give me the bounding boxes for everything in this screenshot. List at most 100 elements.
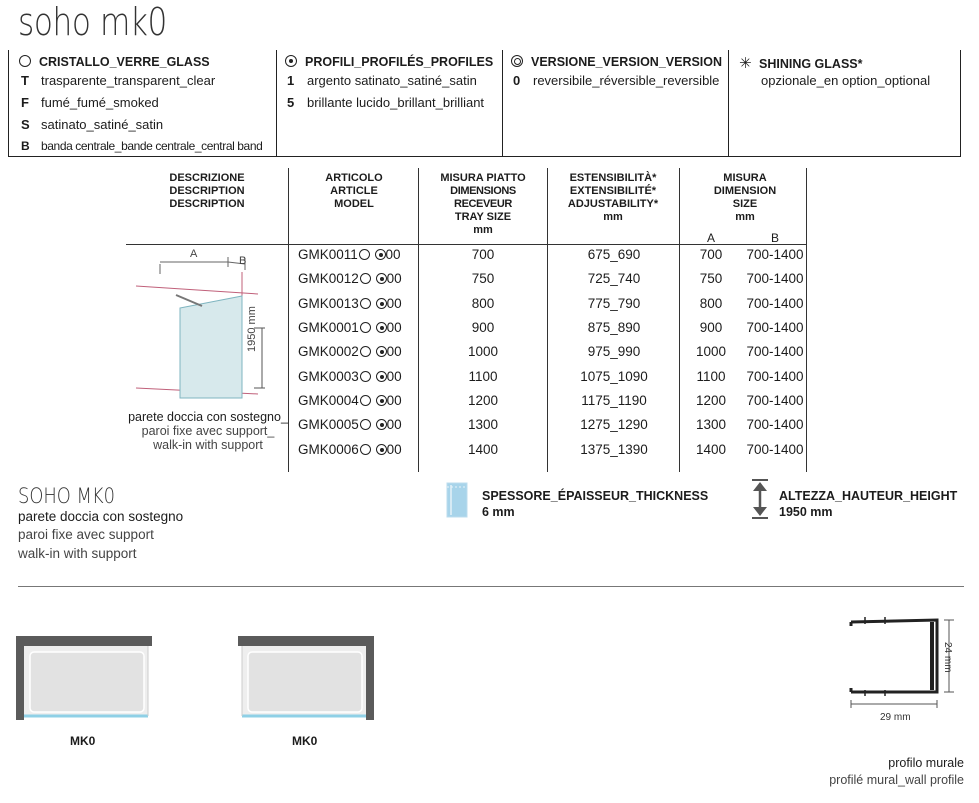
height-arrow-icon	[752, 479, 768, 519]
legend-shining: ✳ SHINING GLASS* opzionale_en option_opti…	[728, 50, 960, 156]
plan-view-1	[16, 636, 152, 720]
version-header: VERSIONE_VERSION_VERSION	[531, 55, 723, 69]
adjustability: 775_790	[587, 296, 641, 311]
article-code: GMK0012 00	[298, 271, 402, 286]
size-a: 700	[699, 247, 723, 262]
glass-header: CRISTALLO_VERRE_GLASS	[39, 55, 210, 69]
adjustability: 1375_1390	[580, 442, 648, 457]
plan-label: MK0	[292, 734, 318, 748]
section-divider	[18, 586, 964, 587]
adjustability: 1175_1190	[581, 393, 647, 408]
tray-size: 700	[471, 247, 495, 262]
tray-size: 800	[471, 296, 495, 311]
product-subtitle: paroi fixe avec support	[18, 527, 154, 542]
tray-size: 1200	[467, 393, 499, 408]
article-code: GMK0006 00	[298, 442, 402, 457]
article-code: GMK0001 00	[298, 320, 402, 335]
plan-label: MK0	[70, 734, 96, 748]
table-divider	[806, 168, 807, 472]
table-divider	[418, 168, 419, 472]
asterisk-icon: ✳	[739, 55, 752, 72]
size-a: 750	[699, 271, 723, 286]
shining-label: opzionale_en option_optional	[761, 73, 931, 88]
adjustability: 875_890	[587, 320, 641, 335]
height-label: ALTEZZA_HAUTEUR_HEIGHT	[779, 489, 958, 503]
thickness-icon	[446, 482, 468, 518]
drawing-caption: parete doccia con sostegno_ paroi fixe a…	[128, 410, 288, 452]
size-b: 700-1400	[746, 442, 804, 457]
size-a: 1300	[695, 417, 727, 432]
dimension-label-a: A	[190, 248, 198, 260]
product-subtitle: parete doccia con sostegno	[18, 509, 184, 524]
header-size-a: A	[706, 231, 715, 245]
shower-panel-drawing	[135, 257, 265, 399]
ring-circle-icon	[511, 55, 523, 67]
article-code: GMK0003 00	[298, 369, 402, 384]
size-b: 700-1400	[746, 320, 804, 335]
article-code: GMK0011 00	[298, 247, 401, 262]
header-size: MISURA DIMENSION SIZE mm	[713, 172, 777, 223]
tray-size: 1400	[467, 442, 499, 457]
size-a: 1100	[696, 369, 726, 384]
tray-size: 1100	[468, 369, 498, 384]
circle-icon	[19, 55, 31, 67]
tray-size: 900	[471, 320, 495, 335]
header-size-b: B	[770, 231, 779, 245]
height-value: 1950 mm	[779, 505, 833, 519]
height-dimension-label: 1950 mm	[246, 306, 258, 352]
profiles-header: PROFILI_PROFILÉS_PROFILES	[305, 55, 494, 69]
wall-profile-drawing	[849, 617, 954, 708]
size-b: 700-1400	[746, 417, 804, 432]
adjustability: 975_990	[587, 344, 641, 359]
size-a: 800	[699, 296, 723, 311]
size-a: 1400	[695, 442, 727, 457]
size-b: 700-1400	[746, 369, 804, 384]
dimension-label-b: B	[239, 255, 247, 267]
thickness-value: 6 mm	[482, 505, 515, 519]
header-article: ARTICOLO ARTICLE MODEL	[325, 172, 383, 210]
tray-size: 1000	[467, 344, 499, 359]
size-b: 700-1400	[746, 393, 804, 408]
shining-header: SHINING GLASS*	[759, 57, 863, 71]
profile-width-label: 29 mm	[880, 712, 911, 723]
page-title: soho mk0	[18, 0, 167, 44]
dot-circle-icon	[285, 55, 297, 67]
product-subtitle: walk-in with support	[18, 546, 137, 561]
tray-size: 750	[471, 271, 495, 286]
table-header-rule	[126, 244, 807, 245]
article-code: GMK0013 00	[298, 296, 402, 311]
adjustability: 725_740	[587, 271, 641, 286]
tray-size: 1300	[467, 417, 499, 432]
plan-view-2	[238, 636, 374, 720]
size-a: 1200	[695, 393, 727, 408]
profile-height-label: 24 mm	[942, 642, 953, 673]
header-adjustability: ESTENSIBILITÀ* EXTENSIBILITÉ* ADJUSTABIL…	[567, 172, 659, 223]
table-divider	[547, 168, 548, 472]
size-b: 700-1400	[746, 247, 804, 262]
thickness-label: SPESSORE_ÉPAISSEUR_THICKNESS	[482, 489, 709, 503]
adjustability: 675_690	[587, 247, 641, 262]
size-b: 700-1400	[746, 296, 804, 311]
adjustability: 1275_1290	[580, 417, 648, 432]
article-code: GMK0004 00	[298, 393, 402, 408]
product-name: SOHO MK0	[18, 484, 115, 508]
article-code: GMK0002 00	[298, 344, 402, 359]
size-a: 1000	[695, 344, 727, 359]
size-b: 700-1400	[746, 344, 804, 359]
header-tray-size: MISURA PIATTO DIMENSIONS RECEVEUR TRAY S…	[440, 172, 526, 236]
article-code: GMK0005 00	[298, 417, 402, 432]
size-b: 700-1400	[746, 271, 804, 286]
profile-caption: profilo murale profilé mural_wall profil…	[829, 756, 964, 787]
size-a: 900	[699, 320, 723, 335]
